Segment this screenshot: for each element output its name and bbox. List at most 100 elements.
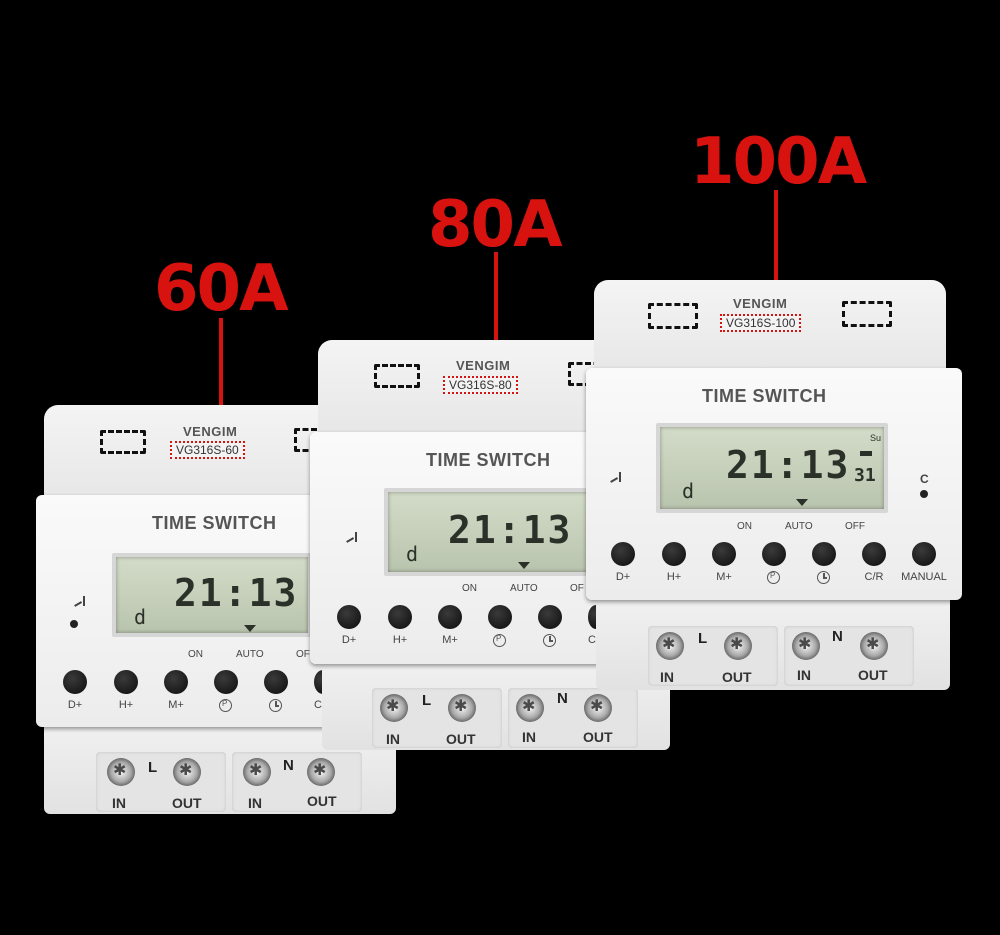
hour-plus-button[interactable] xyxy=(662,542,686,566)
mode-label-off: OFF xyxy=(845,521,865,532)
lcd-weekday: Su xyxy=(870,433,882,443)
line-label: L xyxy=(422,692,432,709)
hour-plus-button[interactable] xyxy=(114,670,138,694)
day-plus-label: D+ xyxy=(341,634,357,646)
day-plus-button[interactable] xyxy=(611,542,635,566)
lcd-mode-indicator xyxy=(518,562,530,569)
in-label: IN xyxy=(386,731,400,747)
rail-slot-icon xyxy=(648,303,698,329)
cancel-recall-label: C xyxy=(588,634,596,646)
line-label: L xyxy=(148,759,158,776)
minute-plus-button[interactable] xyxy=(712,542,736,566)
clock-button[interactable] xyxy=(264,670,288,694)
hour-plus-label: H+ xyxy=(392,634,408,646)
hour-plus-button[interactable] xyxy=(388,605,412,629)
brand-label: VENGIM xyxy=(456,358,511,373)
cancel-recall-label: C/R xyxy=(864,571,884,583)
out-label: OUT xyxy=(583,729,613,745)
mode-label-auto: AUTO xyxy=(510,583,538,594)
day-plus-label: D+ xyxy=(615,571,631,583)
minute-plus-label: M+ xyxy=(442,634,458,646)
mode-label-off: OF xyxy=(570,583,584,594)
status-led xyxy=(920,490,928,498)
battery-icon xyxy=(860,451,872,456)
lcd-mode-indicator xyxy=(244,625,256,632)
screw-terminal xyxy=(516,694,544,722)
callout-80a: 80A xyxy=(428,188,563,262)
clock-button[interactable] xyxy=(812,542,836,566)
minute-plus-button[interactable] xyxy=(164,670,188,694)
clock-icon xyxy=(817,571,830,584)
program-button[interactable] xyxy=(214,670,238,694)
mode-label-on: ON xyxy=(737,521,752,532)
line-label: L xyxy=(698,630,708,647)
minute-plus-label: M+ xyxy=(716,571,732,583)
lcd-time: 21:13 xyxy=(448,508,573,552)
screw-terminal xyxy=(448,694,476,722)
device-title: TIME SWITCH xyxy=(702,386,827,406)
model-label: VG316S-80 xyxy=(443,376,518,394)
manual-label: MANUAL xyxy=(901,571,947,583)
program-icon: P xyxy=(219,699,232,712)
screw-terminal xyxy=(860,632,888,660)
model-label: VG316S-100 xyxy=(720,314,802,332)
cancel-recall-button[interactable] xyxy=(862,542,886,566)
screw-terminal xyxy=(584,694,612,722)
in-label: IN xyxy=(522,729,536,745)
minute-plus-button[interactable] xyxy=(438,605,462,629)
neutral-label: N xyxy=(832,628,843,645)
screw-terminal xyxy=(243,758,271,786)
leader-line-80a xyxy=(494,252,498,374)
mode-label-auto: AUTO xyxy=(236,649,264,660)
day-plus-label: D+ xyxy=(67,699,83,711)
cancel-recall-label: C xyxy=(314,699,322,711)
out-label: OUT xyxy=(446,731,476,747)
program-button[interactable] xyxy=(488,605,512,629)
rail-slot-icon xyxy=(842,301,892,327)
relay-contact-icon xyxy=(74,594,92,608)
mode-label-on: ON xyxy=(188,649,203,660)
day-plus-button[interactable] xyxy=(63,670,87,694)
in-label: IN xyxy=(660,669,674,685)
callout-60a: 60A xyxy=(154,252,289,326)
brand-label: VENGIM xyxy=(733,296,788,311)
program-button[interactable] xyxy=(762,542,786,566)
manual-button[interactable] xyxy=(912,542,936,566)
clock-icon xyxy=(543,634,556,647)
out-label: OUT xyxy=(172,795,202,811)
hour-plus-label: H+ xyxy=(118,699,134,711)
screw-terminal xyxy=(656,632,684,660)
day-plus-button[interactable] xyxy=(337,605,361,629)
in-label: IN xyxy=(248,795,262,811)
minute-plus-label: M+ xyxy=(168,699,184,711)
screw-terminal xyxy=(380,694,408,722)
clock-icon xyxy=(269,699,282,712)
out-label: OUT xyxy=(722,669,752,685)
out-label: OUT xyxy=(858,667,888,683)
lcd-seconds: 31 xyxy=(854,465,876,486)
status-led xyxy=(70,620,78,628)
relay-contact-icon xyxy=(346,530,364,544)
side-c-label: C xyxy=(920,472,929,486)
lcd-display: 21:13 d xyxy=(112,553,312,637)
neutral-label: N xyxy=(283,757,294,774)
program-icon: P xyxy=(767,571,780,584)
lcd-display: 21:13 d xyxy=(384,488,594,576)
callout-100a: 100A xyxy=(690,125,867,199)
screw-terminal xyxy=(173,758,201,786)
lcd-time: 21:13 xyxy=(726,443,851,487)
clock-button[interactable] xyxy=(538,605,562,629)
leader-line-100a xyxy=(774,190,778,312)
lcd-day: d xyxy=(406,542,419,566)
hour-plus-label: H+ xyxy=(666,571,682,583)
brand-label: VENGIM xyxy=(183,424,238,439)
lcd-mode-indicator xyxy=(796,499,808,506)
rail-slot-icon xyxy=(100,430,146,454)
lcd-time: 21:13 xyxy=(174,571,299,615)
lcd-day: d xyxy=(682,479,695,503)
screw-terminal xyxy=(724,632,752,660)
lcd-day: d xyxy=(134,605,147,629)
leader-line-60a xyxy=(219,318,223,440)
mode-label-off: OF xyxy=(296,649,310,660)
out-label: OUT xyxy=(307,793,337,809)
